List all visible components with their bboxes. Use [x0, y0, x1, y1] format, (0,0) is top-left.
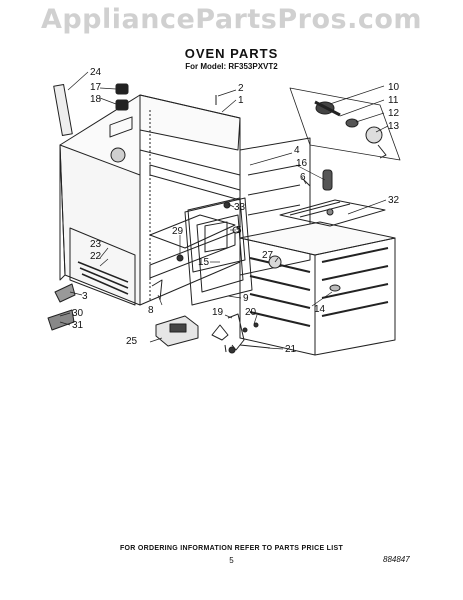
small-parts — [47, 83, 333, 354]
light-assembly — [289, 87, 401, 161]
diagram-code: 884847 — [383, 555, 410, 564]
leader-lines — [59, 71, 389, 350]
callout-29: 29 — [172, 226, 184, 237]
callout-33: 33 — [234, 202, 246, 213]
page-title: OVEN PARTS — [184, 46, 279, 61]
callout-21: 21 — [285, 344, 297, 355]
broiler-drawer-area — [69, 227, 136, 306]
callout-31: 31 — [72, 320, 84, 331]
callout-12: 12 — [388, 108, 400, 119]
callout-10: 10 — [388, 82, 400, 93]
oven-rack — [279, 199, 386, 227]
oven-liner — [239, 221, 396, 356]
callout-13: 13 — [388, 121, 400, 132]
callout-18: 18 — [90, 94, 102, 105]
callout-8: 8 — [148, 305, 154, 316]
callout-17: 17 — [90, 82, 102, 93]
watermark: AppliancePartsPros.com — [40, 4, 423, 35]
side-panel — [239, 137, 311, 276]
callout-19: 19 — [212, 307, 224, 318]
callout-20: 20 — [245, 307, 257, 318]
model-label: For Model: RF353PXVT2 — [185, 62, 278, 71]
callout-2: 2 — [238, 83, 244, 94]
callout-23: 23 — [90, 239, 102, 250]
callout-labels: 24 17 18 2 1 10 11 12 13 4 16 6 32 33 5 … — [72, 67, 400, 355]
callout-27: 27 — [262, 250, 274, 261]
callout-6: 6 — [300, 172, 306, 183]
callout-11: 11 — [388, 95, 399, 106]
callout-32: 32 — [388, 195, 400, 206]
callout-14: 14 — [314, 304, 326, 315]
callout-25: 25 — [126, 336, 138, 347]
callout-5: 5 — [236, 225, 242, 236]
ordering-note: FOR ORDERING INFORMATION REFER TO PARTS … — [119, 545, 344, 552]
callout-1: 1 — [238, 95, 244, 106]
callout-4: 4 — [294, 145, 300, 156]
callout-9: 9 — [243, 293, 249, 304]
callout-22: 22 — [90, 251, 102, 262]
callout-15: 15 — [198, 257, 210, 268]
page-number: 5 — [229, 556, 234, 565]
callout-24: 24 — [90, 67, 102, 78]
callout-3: 3 — [82, 291, 88, 302]
callout-16: 16 — [296, 158, 308, 169]
cabinet-body — [59, 94, 241, 306]
callout-30: 30 — [72, 308, 84, 319]
